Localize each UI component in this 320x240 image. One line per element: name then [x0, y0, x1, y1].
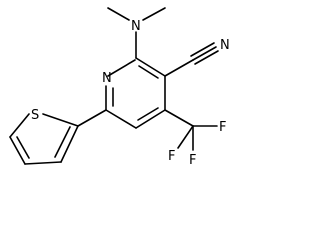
pyridine-ring [105, 57, 166, 129]
atom-label-amine-n: N [131, 19, 141, 34]
bond-n1-c2 [107, 59, 136, 77]
bond-c5-c6 [105, 109, 137, 129]
bond-c4-cf3 [164, 109, 194, 127]
bond-th-c5-c4 [9, 136, 26, 165]
bond-th-c2-s [42, 113, 79, 127]
thiophene-ring [9, 109, 107, 165]
dimethylamino-group [107, 7, 166, 59]
trifluoromethyl-group [164, 109, 218, 151]
atom-label-fluorine-lower: F [168, 149, 175, 164]
bond-th-c4-c3 [24, 161, 62, 165]
bond-amine-methyl-right [142, 7, 166, 21]
atom-label-nitrile-n: N [220, 38, 230, 53]
atom-label-fluorine-bottom: F [189, 153, 196, 168]
atom-label-pyridine-n: N [102, 71, 112, 86]
bond-c4-c5 [135, 109, 166, 129]
bond-c2-c3 [135, 57, 166, 77]
bond-th-c3-c2-inner [54, 126, 71, 158]
bond-th-s-c5 [9, 113, 30, 138]
bond-c6-thiophene [77, 109, 107, 127]
atom-labels: N N N S F F F [31, 19, 230, 168]
atom-label-sulfur: S [31, 108, 39, 123]
bond-triple-1 [192, 46, 217, 61]
nitrile-group [164, 42, 219, 77]
bond-c3-cn [164, 59, 194, 77]
atom-label-fluorine-right: F [219, 120, 226, 135]
bond-amine-methyl-left [107, 7, 130, 21]
bond-c4-c5-inner [137, 107, 159, 121]
chemical-structure: N N N S F F F [9, 7, 230, 168]
bond-th-c3-c2 [60, 125, 79, 163]
bond-th-c5-c4-inner [16, 136, 30, 159]
bond-triple-3 [194, 50, 219, 65]
bond-cf3-f-lower [177, 125, 194, 149]
bond-c2-c3-inner [138, 65, 159, 79]
bond-triple-2 [190, 42, 215, 57]
